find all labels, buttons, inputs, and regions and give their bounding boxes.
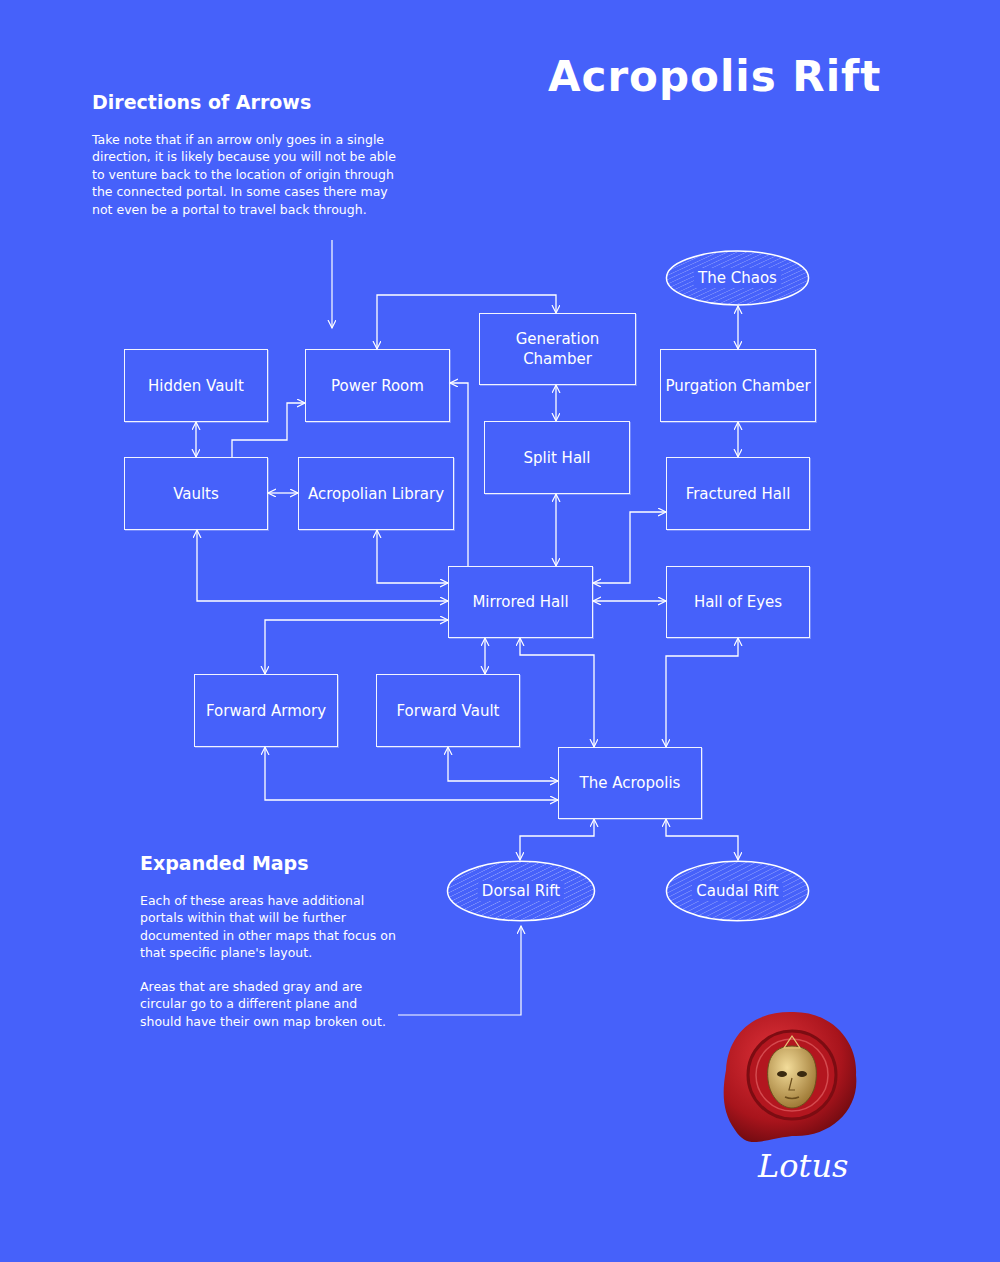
- portal-connector: [484, 638, 485, 674]
- portal-connector: [593, 512, 666, 583]
- area-name: Purgation Chamber: [661, 376, 814, 396]
- portal-connector: [666, 638, 738, 747]
- area-name: Forward Vault: [393, 701, 504, 721]
- area-box: The Acropolis: [558, 747, 702, 819]
- area-name: Forward Armory: [202, 701, 330, 721]
- portal-connector: [737, 306, 738, 349]
- area-name: Split Hall: [520, 448, 595, 468]
- area-box: Mirrored Hall: [448, 566, 593, 638]
- area-box: Split Hall: [484, 421, 630, 494]
- portal-connector: [197, 530, 448, 601]
- area-name: Vaults: [169, 484, 223, 504]
- area-box: Generation Chamber: [479, 313, 636, 385]
- leader-line: [331, 240, 332, 328]
- area-box: Acropolian Library: [298, 457, 454, 530]
- portal-connector: [450, 383, 468, 566]
- area-box: Power Room: [305, 349, 450, 422]
- portal-connector: [377, 530, 448, 583]
- area-name: The Acropolis: [576, 773, 685, 793]
- portal-connector: [448, 747, 558, 781]
- portal-connector: [666, 819, 738, 860]
- note-text: Areas that are shaded gray and are circu…: [140, 978, 392, 1030]
- area-box: Hidden Vault: [124, 349, 268, 422]
- area-box: Hall of Eyes: [666, 566, 810, 638]
- portal-connector: [195, 422, 196, 457]
- portal-connector: [520, 638, 594, 747]
- leader-line: [398, 926, 521, 1015]
- portal-connector: [265, 747, 558, 800]
- portal-connector: [555, 494, 556, 566]
- portal-connector: [268, 492, 298, 493]
- area-name: Hidden Vault: [144, 376, 248, 396]
- diagram-title: Acropolis Rift: [548, 52, 881, 101]
- section-heading: Expanded Maps: [140, 851, 400, 875]
- portal-connector: [520, 819, 594, 860]
- portal-connector: [265, 620, 448, 674]
- area-name: Hall of Eyes: [690, 592, 786, 612]
- area-name: Fractured Hall: [682, 484, 795, 504]
- area-name: Caudal Rift: [692, 881, 782, 901]
- area-name: Acropolian Library: [304, 484, 448, 504]
- area-box: Fractured Hall: [666, 457, 810, 530]
- area-box: Purgation Chamber: [660, 349, 816, 422]
- area-name: Generation Chamber: [480, 329, 635, 369]
- area-name: The Chaos: [694, 268, 781, 288]
- plane-portal: Caudal Rift: [665, 860, 810, 922]
- plane-portal: Dorsal Rift: [446, 860, 596, 922]
- wax-seal: [724, 1012, 857, 1142]
- portal-connector: [555, 385, 556, 421]
- portal-connector: [593, 600, 666, 601]
- plane-portal: The Chaos: [665, 250, 810, 306]
- portal-connector: [737, 422, 738, 457]
- portal-connector: [232, 403, 305, 457]
- area-name: Mirrored Hall: [468, 592, 572, 612]
- note-text: Take note that if an arrow only goes in …: [92, 131, 410, 218]
- area-box: Vaults: [124, 457, 268, 530]
- signature: Lotus: [758, 1146, 878, 1186]
- note-text: Each of these areas have additional port…: [140, 892, 396, 962]
- area-box: Forward Vault: [376, 674, 520, 747]
- area-box: Forward Armory: [194, 674, 338, 747]
- area-name: Power Room: [327, 376, 428, 396]
- section-heading: Directions of Arrows: [92, 90, 412, 114]
- area-name: Dorsal Rift: [478, 881, 564, 901]
